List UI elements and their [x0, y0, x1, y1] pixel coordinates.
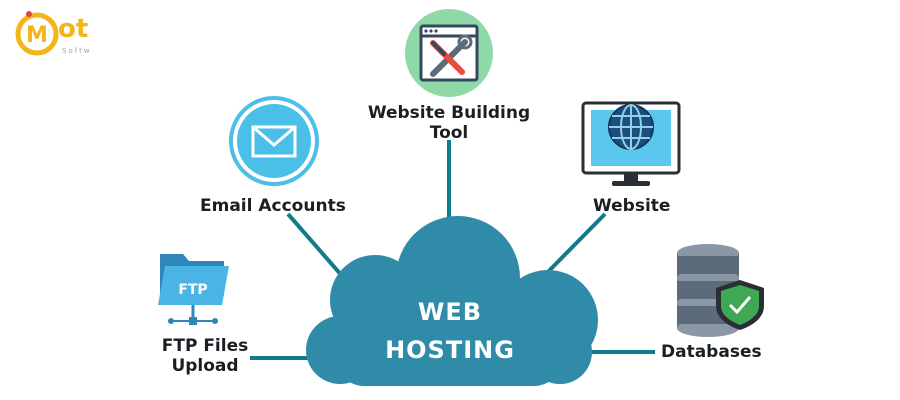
logo-wordmark: ot	[58, 14, 89, 44]
globe-monitor-icon	[581, 101, 681, 186]
m-logo-icon: M	[15, 11, 59, 56]
label-databases: Databases	[661, 342, 762, 362]
label-line: Website Building	[367, 103, 531, 123]
label-line: FTP Files	[161, 336, 249, 356]
logo-subtext: Softw	[62, 47, 92, 55]
ftp-folder-icon: FTP	[158, 254, 229, 325]
database-shield-icon	[677, 244, 764, 337]
tools-window-icon	[405, 9, 493, 97]
envelope-icon	[229, 96, 319, 186]
label-website-building-tool: Website Building Tool	[354, 103, 544, 143]
label-website: Website	[593, 196, 671, 216]
ftp-icon-text: FTP	[178, 282, 207, 298]
cloud-title-line1: WEB	[417, 298, 483, 326]
cloud-shape	[306, 216, 598, 386]
svg-text:M: M	[26, 23, 48, 48]
label-line: Upload	[171, 356, 239, 376]
label-line: Tool	[429, 123, 469, 143]
label-email-accounts: Email Accounts	[200, 196, 346, 216]
cloud-title-line2: HOSTING	[385, 336, 515, 364]
label-ftp-files-upload: FTP Files Upload	[150, 336, 260, 376]
